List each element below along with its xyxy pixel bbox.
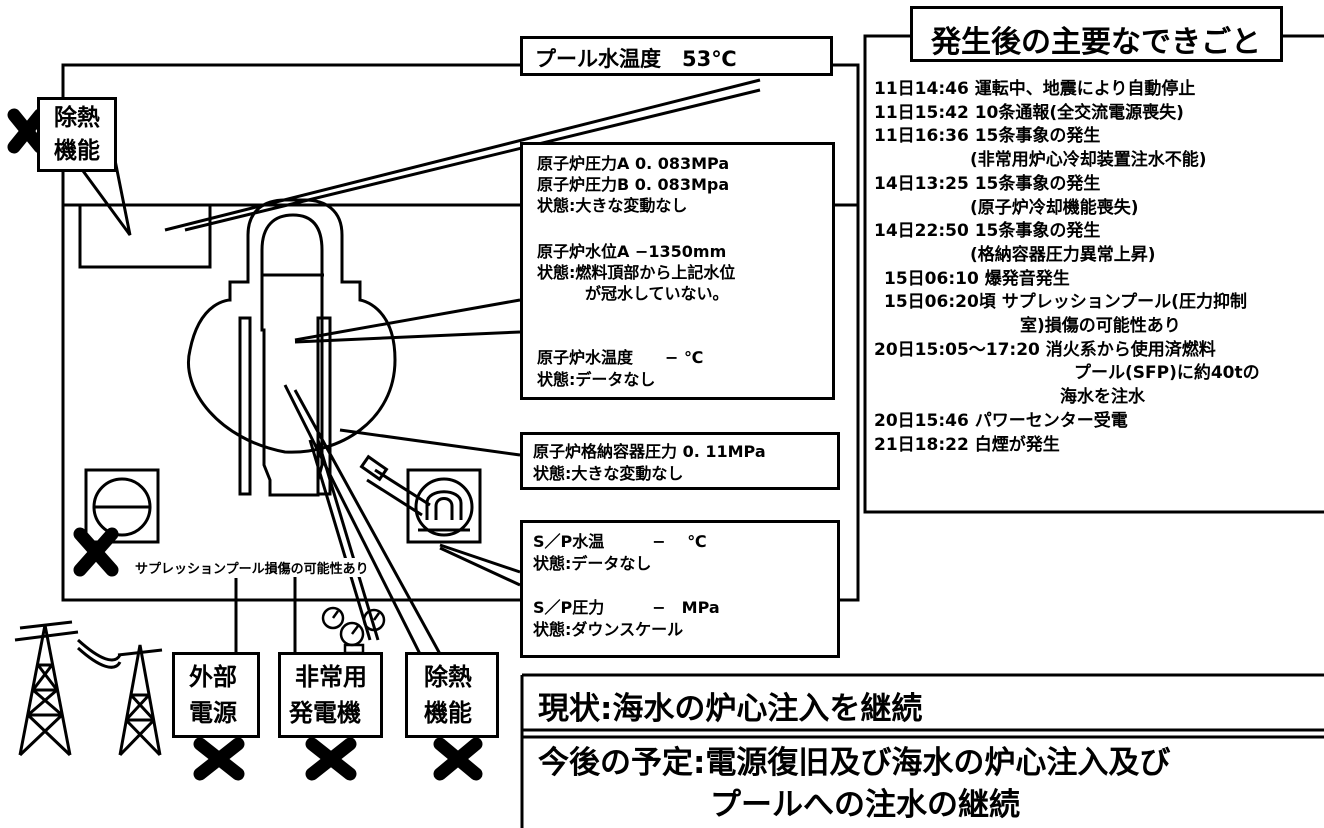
timeline-list: 11日14:46 運転中、地震により自動停止 11日15:42 10条通報(全交… [874,78,1260,457]
reactor-temp-line-2: 状態:データなし [537,370,656,389]
x-mark-heat-removal-bottom [433,737,483,781]
current-status: 現状:海水の炉心注入を継続 [538,691,923,727]
timeline-frame [863,34,1324,514]
reactor-building [61,63,860,602]
pool-temp-label: プール水温度 53℃ [535,47,737,71]
sp-line-4: S／P圧力 − MPa [533,598,720,617]
future-plan-line-2: プールへの注水の継続 [710,787,1020,823]
reactor-pressure-line-1: 原子炉圧力A 0. 083MPa [537,154,730,173]
containment-panel: 原子炉格納容器圧力 0. 11MPa 状態:大きな変動なし [520,432,840,490]
emergency-generator-box: 非常用 発電機 [278,652,383,738]
fuel-rack-right [316,316,332,496]
reactor-pressure-line-5: 原子炉水位A −1350mm [537,242,727,261]
sp-line-3 [533,575,720,597]
reactor-pressure-panel: 原子炉圧力A 0. 083MPa 原子炉圧力B 0. 083Mpa 状態:大きな… [520,142,835,400]
timeline-entry-5: 14日13:25 15条事象の発生 [874,173,1101,194]
timeline-entry-8: (格納容器圧力異常上昇) [970,244,1156,265]
x-mark-suppression [73,527,119,577]
offsite-power-line-1: 外部 [189,663,237,691]
x-mark-emergency-generator [305,737,357,781]
timeline-title: 発生後の主要なできごと [931,25,1261,60]
x-marks [7,108,483,781]
future-plan-line-1: 今後の予定:電源復旧及び海水の炉心注入及び [538,745,1171,781]
heat-removal-top-box: 除熱 機能 [37,97,117,172]
pool-temp-box: プール水温度 53℃ [520,36,833,76]
fuel-rack-left [238,316,252,496]
timeline-entry-4: (非常用炉心冷却装置注水不能) [970,150,1207,171]
x-mark-heat-removal-top [7,108,47,154]
sp-line-5: 状態:ダウンスケール [533,620,684,639]
timeline-entry-3: 11日16:36 15条事象の発生 [874,126,1101,147]
suppression-torus-right [414,477,474,537]
spent-fuel-pool [78,203,212,269]
heat-removal-top-line-2: 機能 [54,138,100,164]
sp-line-2: 状態:データなし [533,554,652,573]
timeline-entry-13: プール(SFP)に約40tの [1074,363,1260,384]
offsite-power-line-2: 電源 [189,699,237,727]
suppression-note: サプレッションプール損傷の可能性あり [135,558,369,577]
reactor-pressure-line-2: 原子炉圧力B 0. 083Mpa [537,175,730,194]
emergency-generator-line-1: 非常用 [295,663,367,691]
containment-line-1: 原子炉格納容器圧力 0. 11MPa [533,442,766,461]
sp-panel: S／P水温 − ℃ 状態:データなし S／P圧力 − MPa 状態:ダウンスケー… [520,520,840,658]
timeline-entry-10: 15日06:20頃 サプレッションプール(圧力抑制 [884,292,1247,313]
timeline-entry-2: 11日15:42 10条通報(全交流電源喪失) [874,102,1184,123]
sp-line-1: S／P水温 − ℃ [533,532,707,551]
offsite-power-box: 外部 電源 [172,652,260,738]
heat-removal-bottom-line-1: 除熱 [424,663,472,691]
heat-removal-top-line-1: 除熱 [54,105,100,131]
future-plan: 今後の予定:電源復旧及び海水の炉心注入及び プールへの注水の継続 [538,742,1170,826]
timeline-entry-1: 11日14:46 運転中、地震により自動停止 [874,79,1196,99]
timeline-entry-12: 20日15:05〜17:20 消火系から使用済燃料 [874,339,1216,360]
reactor-pressure-line-7: が冠水していない。 [537,284,729,303]
heat-removal-bottom-line-2: 機能 [424,699,472,727]
vent-pipe [366,468,431,517]
reactor-pressure-line-3: 状態:大きな変動なし [537,196,688,215]
timeline-entry-14: 海水を注水 [1060,387,1145,408]
containment-line-2: 状態:大きな変動なし [533,464,684,483]
timeline-entry-15: 20日15:46 パワーセンター受電 [874,410,1128,431]
timeline-title-box: 発生後の主要なできごと [910,6,1283,62]
heat-removal-bottom-box: 除熱 機能 [405,652,499,738]
timeline-entry-11: 室)損傷の可能性あり [1020,316,1181,337]
transmission-towers [14,620,163,757]
reactor-pressure-vessel [260,213,324,497]
timeline-entry-9: 15日06:10 爆発音発生 [884,268,1070,289]
gauge-cluster [321,606,386,655]
heat-removal-top-label: 除熱 機能 [54,102,100,168]
timeline-entry-16: 21日18:22 白煙が発生 [874,434,1060,455]
suppression-chamber-left [84,468,160,544]
reactor-pressure-line-4 [537,216,735,237]
timeline-entry-7: 14日22:50 15条事象の発生 [874,221,1101,242]
x-mark-offsite-power [193,737,245,781]
emergency-generator-line-2: 発電機 [289,699,361,727]
reactor-pressure-line-6: 状態:燃料頂部から上記水位 [537,263,736,282]
reactor-temp-line-1: 原子炉水温度 − ℃ [537,348,704,367]
containment-vessel [187,198,397,454]
timeline-entry-6: (原子炉冷却機能喪失) [970,197,1139,218]
